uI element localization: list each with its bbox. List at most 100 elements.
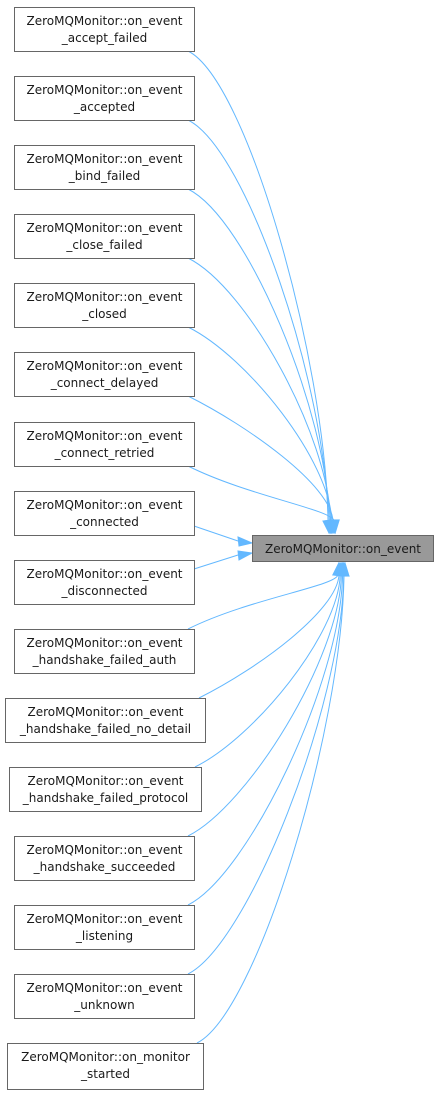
caller-name-line2: _started: [80, 1067, 130, 1081]
target-node[interactable]: ZeroMQMonitor::on_event: [252, 535, 434, 562]
caller-node[interactable]: ZeroMQMonitor::on_event_disconnected: [14, 560, 195, 605]
caller-name-line2: _handshake_failed_no_detail: [19, 722, 191, 736]
caller-name-line1: ZeroMQMonitor::on_event: [26, 912, 182, 926]
edge-line: [194, 574, 341, 768]
caller-node-box: [14, 629, 195, 674]
caller-node[interactable]: ZeroMQMonitor::on_event_handshake_failed…: [9, 767, 202, 812]
edge-line: [187, 50, 329, 522]
edge-line: [187, 574, 344, 906]
caller-name-line2: _close_failed: [65, 238, 142, 252]
caller-node[interactable]: ZeroMQMonitor::on_monitor_started: [7, 1043, 204, 1090]
caller-node[interactable]: ZeroMQMonitor::on_event_connected: [14, 491, 195, 536]
edge-line: [187, 188, 330, 522]
caller-node-box: [14, 76, 195, 121]
caller-name-line1: ZeroMQMonitor::on_event: [26, 290, 182, 304]
edge-line: [187, 465, 335, 522]
caller-name-line1: ZeroMQMonitor::on_event: [27, 705, 183, 719]
caller-node[interactable]: ZeroMQMonitor::on_event_listening: [14, 905, 195, 950]
caller-node-box: [9, 767, 202, 812]
caller-name-line2: _handshake_succeeded: [33, 860, 176, 874]
arrowhead: [328, 519, 340, 535]
caller-name-line2: _unknown: [73, 998, 135, 1012]
target-name: ZeroMQMonitor::on_event: [265, 542, 421, 556]
caller-name-line1: ZeroMQMonitor::on_event: [26, 14, 182, 28]
caller-node[interactable]: ZeroMQMonitor::on_event_unknown: [14, 974, 195, 1019]
caller-name-line1: ZeroMQMonitor::on_event: [26, 498, 182, 512]
caller-name-line1: ZeroMQMonitor::on_event: [26, 636, 182, 650]
caller-name-line2: _bind_failed: [68, 169, 140, 183]
edges-layer: [187, 50, 350, 1044]
call-edge: [187, 188, 336, 535]
call-edge: [187, 561, 348, 837]
caller-node[interactable]: ZeroMQMonitor::on_event_bind_failed: [14, 145, 195, 190]
caller-name-line1: ZeroMQMonitor::on_event: [27, 774, 183, 788]
caller-name-line2: _closed: [81, 307, 127, 321]
caller-name-line2: _accept_failed: [61, 31, 148, 45]
caller-node[interactable]: ZeroMQMonitor::on_event_connect_delayed: [14, 352, 195, 397]
arrowhead: [237, 550, 254, 561]
edge-line: [187, 574, 345, 975]
edge-line: [187, 574, 339, 630]
caller-node[interactable]: ZeroMQMonitor::on_event_close_failed: [14, 214, 195, 259]
edge-line: [187, 326, 333, 522]
edge-line: [187, 257, 332, 522]
caller-node[interactable]: ZeroMQMonitor::on_event_handshake_failed…: [14, 629, 195, 674]
target-node-box: [252, 535, 434, 562]
call-edge: [187, 465, 340, 535]
caller-node-box: [14, 145, 195, 190]
caller-name-line2: _handshake_failed_protocol: [22, 791, 189, 805]
caller-name-line1: ZeroMQMonitor::on_event: [26, 83, 182, 97]
caller-node-box: [14, 560, 195, 605]
caller-name-line2: _handshake_failed_auth: [32, 653, 177, 667]
caller-node-box: [14, 214, 195, 259]
call-edge: [187, 326, 338, 535]
caller-name-line1: ZeroMQMonitor::on_event: [26, 981, 182, 995]
caller-node-box: [14, 7, 195, 52]
caller-name-line1: ZeroMQMonitor::on_event: [26, 152, 182, 166]
edge-line: [196, 574, 345, 1044]
caller-name-line1: ZeroMQMonitor::on_monitor: [21, 1050, 190, 1064]
caller-node-box: [7, 1043, 204, 1090]
arrowhead: [237, 536, 254, 547]
caller-node-box: [14, 422, 195, 467]
call-edge: [187, 119, 334, 535]
caller-node-box: [14, 283, 195, 328]
caller-name-line2: _connect_retried: [54, 446, 155, 460]
caller-name-line1: ZeroMQMonitor::on_event: [26, 567, 182, 581]
caller-name-line1: ZeroMQMonitor::on_event: [26, 843, 182, 857]
caller-node[interactable]: ZeroMQMonitor::on_event_closed: [14, 283, 195, 328]
arrowhead: [338, 561, 350, 577]
caller-name-line2: _disconnected: [60, 584, 147, 598]
edge-line: [187, 395, 334, 522]
caller-name-line2: _connected: [69, 515, 139, 529]
caller-node[interactable]: ZeroMQMonitor::on_event_accept_failed: [14, 7, 195, 52]
call-edge: [194, 561, 346, 768]
call-edge: [187, 561, 350, 975]
call-edge: [196, 561, 350, 1044]
caller-name-line2: _accepted: [73, 100, 135, 114]
caller-name-line1: ZeroMQMonitor::on_event: [26, 429, 182, 443]
caller-name-line1: ZeroMQMonitor::on_event: [26, 359, 182, 373]
caller-name-line2: _connect_delayed: [50, 376, 159, 390]
caller-name-line2: _listening: [75, 929, 133, 943]
caller-node-box: [14, 352, 195, 397]
caller-node[interactable]: ZeroMQMonitor::on_event_connect_retried: [14, 422, 195, 467]
edge-line: [187, 574, 342, 837]
caller-node-box: [14, 905, 195, 950]
caller-node-box: [5, 698, 206, 743]
caller-name-line1: ZeroMQMonitor::on_event: [26, 221, 182, 235]
call-edge: [187, 561, 344, 630]
caller-node-box: [14, 836, 195, 881]
call-edge: [187, 257, 337, 535]
edge-line: [198, 574, 340, 699]
caller-node[interactable]: ZeroMQMonitor::on_event_handshake_failed…: [5, 698, 206, 743]
caller-node[interactable]: ZeroMQMonitor::on_event_accepted: [14, 76, 195, 121]
edge-line: [187, 119, 329, 522]
caller-node-box: [14, 974, 195, 1019]
call-edge: [193, 550, 254, 570]
caller-node-box: [14, 491, 195, 536]
caller-node[interactable]: ZeroMQMonitor::on_event_handshake_succee…: [14, 836, 195, 881]
call-edge: [193, 525, 254, 547]
edge-line: [193, 554, 239, 570]
